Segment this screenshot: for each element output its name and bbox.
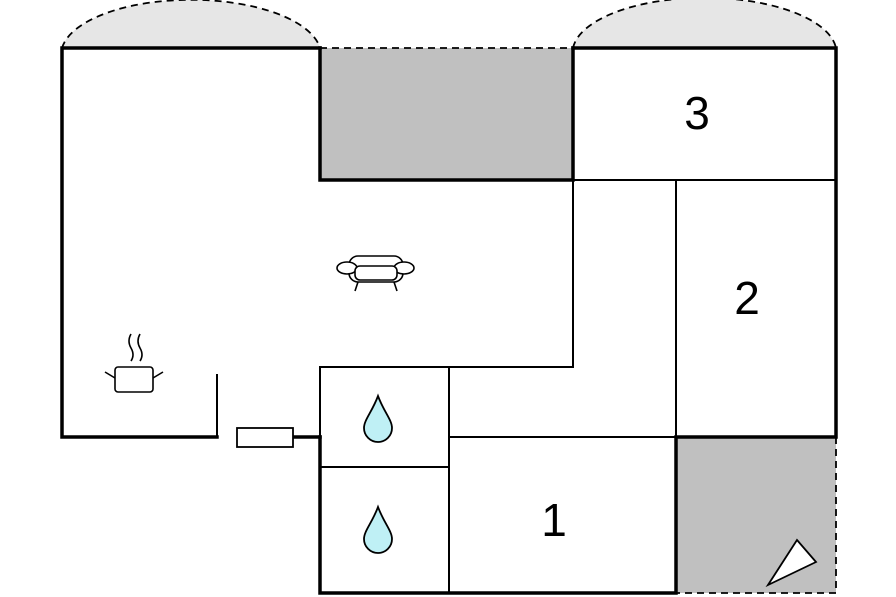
cooking-pot-icon — [104, 333, 164, 393]
water-drop-icon — [363, 504, 393, 554]
outer-wall-left — [60, 46, 322, 439]
window-icon — [236, 427, 294, 448]
balcony-arc-right — [571, 0, 838, 49]
balcony-arc-left — [60, 0, 322, 49]
room-1-label: 1 — [541, 494, 567, 546]
terrace-bottom — [676, 437, 836, 593]
sofa-icon — [336, 255, 415, 292]
room-3-label: 3 — [684, 87, 710, 139]
water-drop-icon — [363, 393, 393, 443]
room-2-label: 2 — [734, 272, 760, 324]
terrace-top — [320, 48, 573, 180]
inner-walls — [216, 179, 836, 593]
compass-icon — [765, 538, 818, 588]
